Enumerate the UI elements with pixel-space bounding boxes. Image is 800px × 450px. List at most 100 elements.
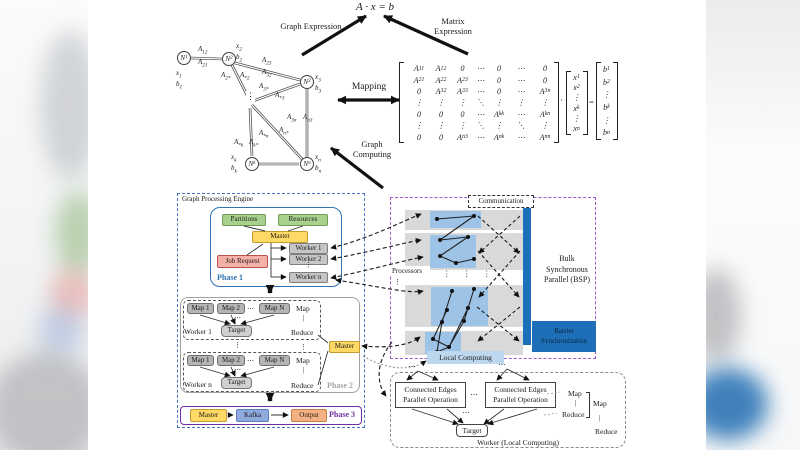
group-bracket <box>586 392 590 418</box>
matrix-cell: ⋮ <box>458 121 467 131</box>
matrix-cell: ⋯ <box>517 109 525 119</box>
node-values-n1: x1 b1 <box>176 69 183 90</box>
map-ellipsis: ⋯ <box>247 305 254 313</box>
node-values-nk: xk bk <box>231 153 237 174</box>
blur-blob <box>706 368 768 440</box>
map-box: Map 1 <box>187 303 214 314</box>
map-box: Map N <box>259 355 290 366</box>
communication-label: Communication <box>468 195 534 208</box>
resources-box: Resources <box>278 214 328 226</box>
matrix-cell: ⋯ <box>476 75 485 85</box>
ellipsis: ⋯ <box>234 314 241 322</box>
matrix-cell: ⋮ <box>517 98 525 108</box>
matrix-cell: 0 <box>460 109 465 119</box>
pipe: | <box>303 366 305 374</box>
worker-ellipsis: ⋮ <box>305 261 312 269</box>
ellipsis: ⋯ <box>470 390 478 399</box>
blur-blob <box>0 352 88 450</box>
worker1-box: Worker 1 <box>289 243 328 254</box>
ellipsis: ⋯ <box>462 408 470 417</box>
matrix-cell: ⋮ <box>415 121 423 131</box>
matrix-cell: 0 <box>417 132 421 142</box>
matrix-cell: 0 <box>497 86 501 96</box>
matrix-cell: ⋮ <box>437 121 445 131</box>
blur-blob <box>38 306 83 356</box>
barrier-synchronization-box: Barrier Synchronization <box>532 321 596 352</box>
matrix-cell: ⋯ <box>476 64 485 74</box>
inner-map-label: Map <box>568 389 582 398</box>
ellipsis: ⋯ <box>234 366 241 374</box>
map-box: Map 1 <box>187 355 214 366</box>
b-vector-bracket-left <box>596 62 601 140</box>
edge-label: A32 <box>262 68 272 79</box>
phase3-box <box>180 406 362 425</box>
phase1-master-box: Master <box>252 231 308 243</box>
matrix-cell: 0 <box>417 109 421 119</box>
phase2-master-box: Master <box>329 341 360 353</box>
x-vector-bracket-left <box>566 71 571 135</box>
matrix-expression-label: Matrix Expression <box>434 15 472 36</box>
matrix-cell: 0 <box>417 86 421 96</box>
map-stage-label: Map <box>296 304 310 313</box>
inner-reduce-label: Reduce <box>562 410 585 419</box>
ellipsis: ⋮ <box>234 341 241 349</box>
dot-operator: · <box>560 95 563 105</box>
map-ellipsis: ⋯ <box>247 357 254 365</box>
matrix-cell: 0 <box>439 132 443 142</box>
pipe: | <box>575 399 577 407</box>
blur-blob <box>706 268 741 363</box>
compute-block <box>431 287 488 326</box>
matrix-cell: ⋮ <box>541 121 549 131</box>
graph-computing-label: Graph Computing <box>352 138 392 159</box>
phase1-label: Phase 1 <box>217 273 243 282</box>
workern-box: Worker n <box>289 272 328 283</box>
x-vector-bracket-right <box>583 71 588 135</box>
matrix-cell: ⋯ <box>517 75 525 85</box>
reduce-label: Reduce <box>291 381 314 390</box>
edge-label: A21 <box>198 58 208 69</box>
edge-label: A23 <box>262 56 272 67</box>
connected-edges-box-1: Connected Edges Parallel Operation <box>395 382 466 408</box>
vector-cell: ⋮ <box>572 93 581 103</box>
map-box: Map N <box>259 303 290 314</box>
matrix-cell: ⋯ <box>476 109 485 119</box>
background-blur-left <box>0 0 88 450</box>
edge-label: A3n <box>287 113 297 124</box>
compute-block <box>430 235 476 268</box>
bsp-title: Bulk Synchronous Parallel (BSP) <box>544 253 590 285</box>
matrix-bracket-left <box>399 62 404 143</box>
graph-expression-label: Graph Expression <box>280 20 342 31</box>
matrix-cell: ⋯ <box>476 86 485 96</box>
matrix-cell: 0 <box>543 75 547 85</box>
blur-blob <box>55 190 88 275</box>
matrix-cell: 0 <box>439 109 443 119</box>
node-values-nn: xn bn <box>315 153 322 174</box>
target-box: Target <box>221 325 252 337</box>
bar-gap-ellipsis: ⋮ <box>463 269 471 278</box>
edge-label: A*2 <box>240 71 250 82</box>
matrix-cell: ⋱ <box>517 121 525 131</box>
edge-label: A12 <box>198 45 208 56</box>
job-request-box: Job Request <box>217 255 268 268</box>
matrix-cell: ⋯ <box>476 132 485 142</box>
edge-label: A*3 <box>275 91 285 102</box>
phase3-master-box: Master <box>190 409 227 422</box>
bar-gap-ellipsis: ⋮ <box>443 269 451 278</box>
